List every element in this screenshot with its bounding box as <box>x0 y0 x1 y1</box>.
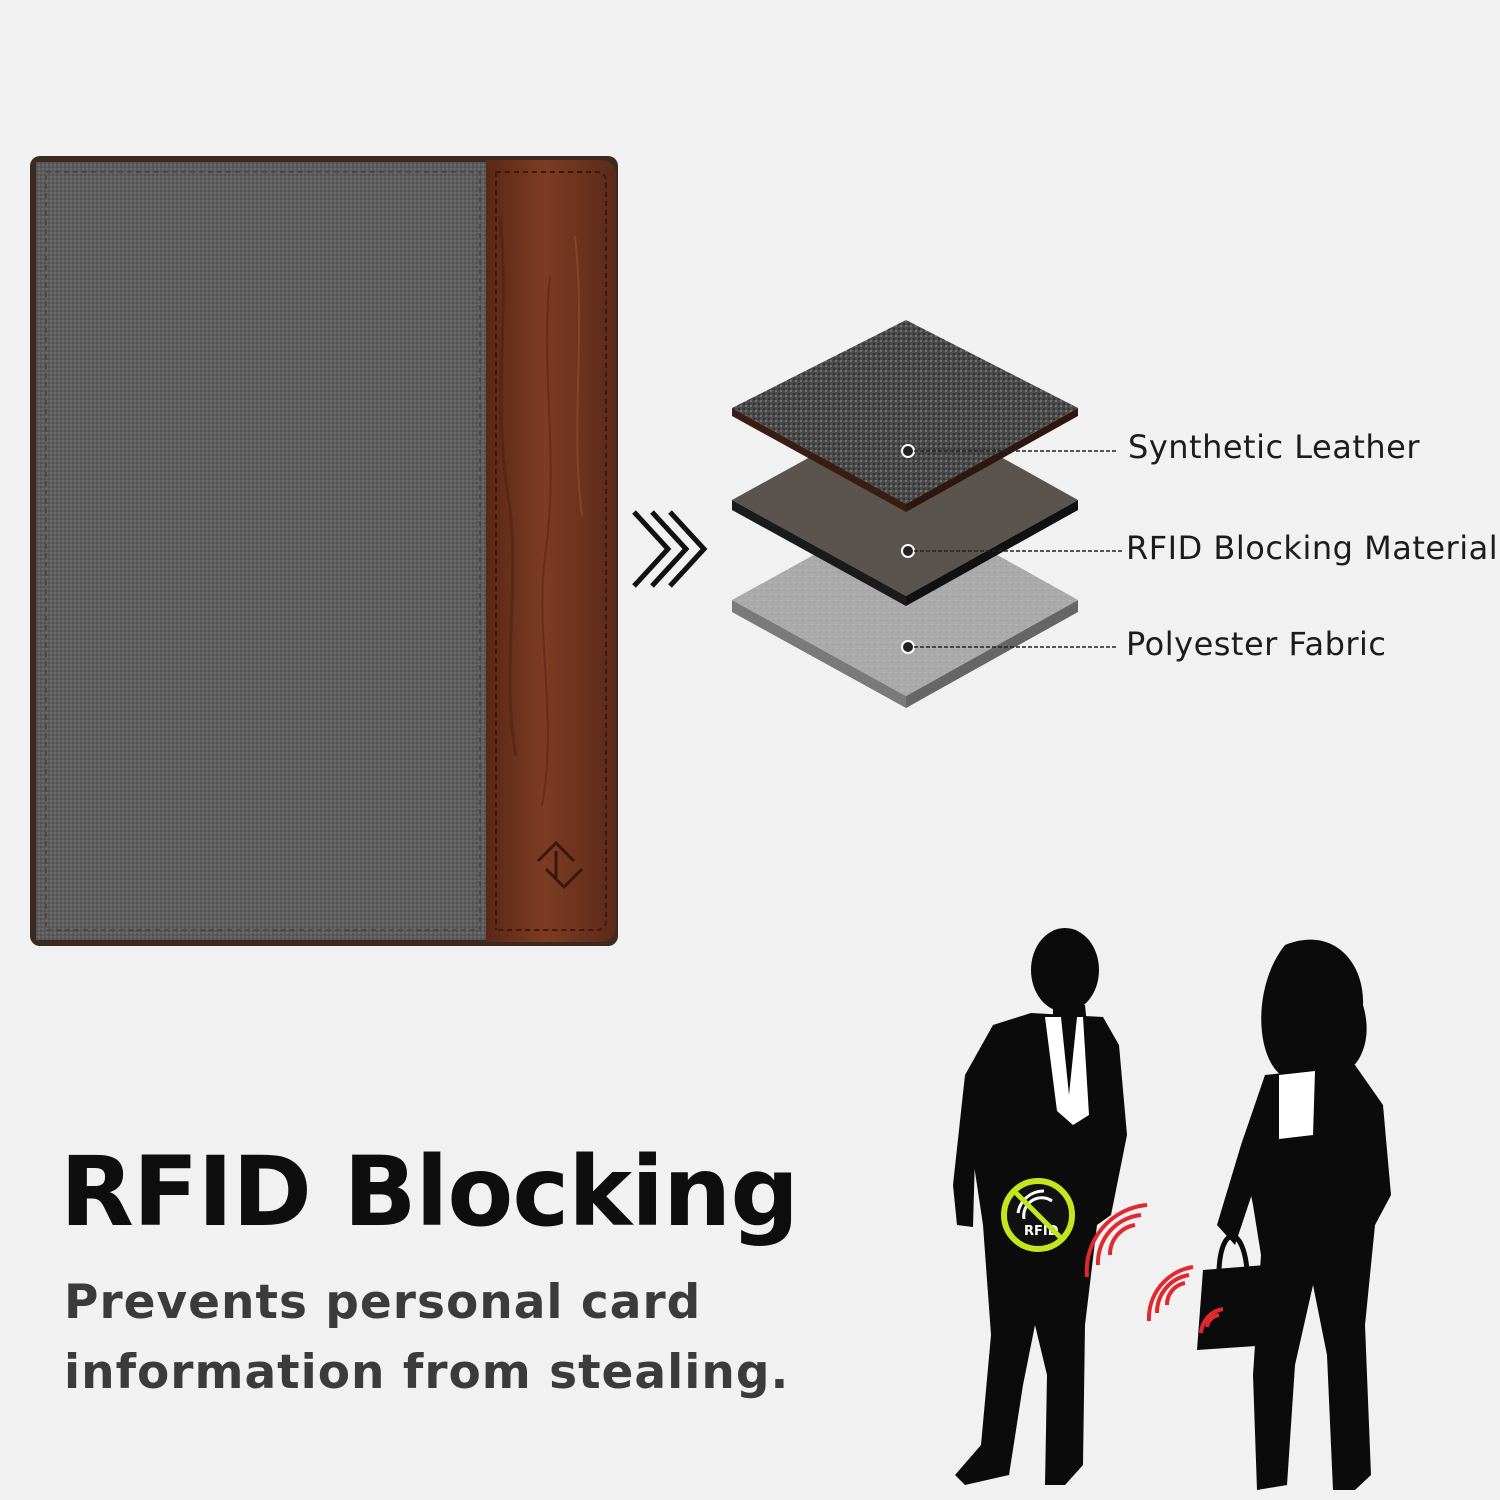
woman-shirt <box>1279 1071 1315 1139</box>
woman-silhouette <box>1197 939 1391 1490</box>
passport-wallet-image <box>30 156 618 946</box>
chevron-triple-right-icon <box>632 510 708 588</box>
headline: RFID Blocking <box>60 1136 799 1248</box>
subheadline: Prevents personal card information from … <box>64 1275 790 1400</box>
layer-pointer-lines <box>901 444 1122 654</box>
synthetic-leather-layer <box>732 320 1078 512</box>
brand-logo-icon <box>536 840 584 890</box>
layer-label-polyester-fabric: Polyester Fabric <box>1126 625 1387 663</box>
layer-label-synthetic-leather: Synthetic Leather <box>1128 428 1420 466</box>
rfid-blocked-icon: RFID <box>1001 1178 1075 1252</box>
material-layers-diagram <box>732 320 1122 708</box>
signal-wave-icon <box>1084 1203 1224 1334</box>
layer-label-rfid-blocking-material: RFID Blocking Material <box>1126 529 1499 567</box>
silhouette-scene-illustration: RFID <box>953 928 1391 1490</box>
